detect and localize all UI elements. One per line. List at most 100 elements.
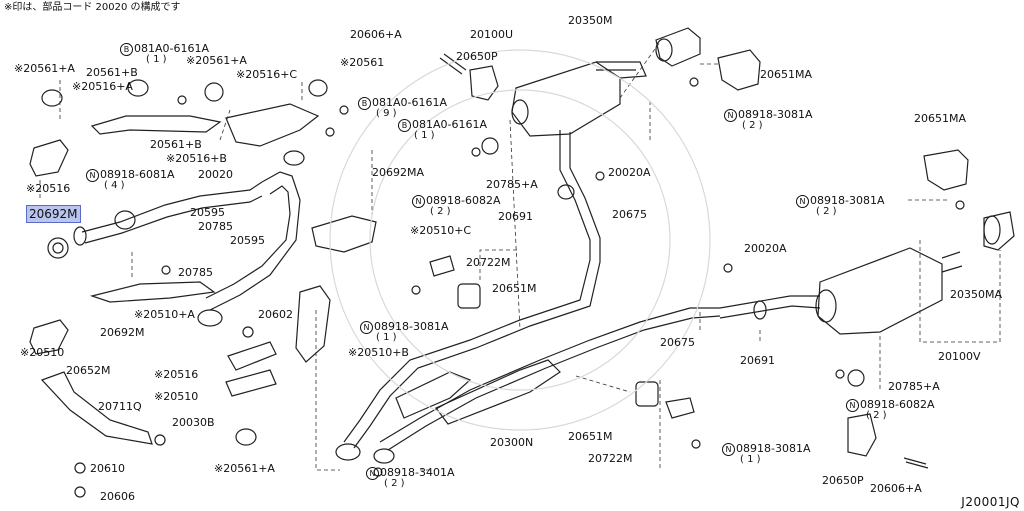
part-number: 20692M — [100, 326, 145, 339]
part-number: 20691 — [740, 354, 775, 367]
part-callout: 20785 — [198, 220, 233, 233]
diagram-code: J20001JQ — [961, 495, 1020, 509]
part-callout: 20722M — [466, 256, 510, 269]
part-callout: 20651MA — [760, 68, 812, 81]
part-callout: 20300N — [490, 436, 533, 449]
part-number: 081A0-6161A — [372, 96, 448, 109]
quantity-note: ( 2 ) — [742, 120, 763, 131]
part-callout: 20651M — [568, 430, 612, 443]
part-number: 20610 — [90, 462, 125, 475]
part-callout: 20722M — [588, 452, 632, 465]
center-pipe-assembly — [335, 259, 721, 464]
part-callout: 20785+A — [486, 178, 538, 191]
part-number: ※20510 — [20, 346, 65, 359]
part-callout: 20100U — [470, 28, 513, 41]
part-number: 20561+B — [150, 138, 202, 151]
part-number: 20675 — [612, 208, 647, 221]
part-number: 20691 — [498, 210, 533, 223]
part-number: 20651M — [568, 430, 613, 443]
part-callout: 20711Q — [98, 400, 142, 413]
part-callout: ※20561 — [340, 56, 384, 69]
part-callout: ※20516+A — [72, 80, 133, 93]
quantity-note: ( 2 ) — [816, 206, 837, 217]
quantity-note: ( 2 ) — [866, 410, 887, 421]
part-callout: ※20561+A — [14, 62, 75, 75]
part-callout: 20100V — [938, 350, 981, 363]
tail-tip-bottom — [983, 211, 1015, 251]
part-number: 20651MA — [914, 112, 967, 125]
quantity-note: ( 2 ) — [384, 478, 405, 489]
part-callout: ※20510+B — [348, 346, 409, 359]
fastener-type-mark: N — [846, 398, 859, 412]
part-callout: 20606 — [100, 490, 135, 503]
part-number: 08918-6082A — [426, 194, 501, 207]
part-number: 081A0-6161A — [134, 42, 210, 55]
part-number: 08918-3081A — [738, 108, 813, 121]
part-number: 20785+A — [888, 380, 940, 393]
part-number: 20722M — [588, 452, 633, 465]
part-callout: 20651M — [492, 282, 536, 295]
part-callout: 20602 — [258, 308, 293, 321]
part-callout: 20350M — [568, 14, 612, 27]
part-number: 20650P — [456, 50, 498, 63]
part-callout: ※20510+A — [134, 308, 195, 321]
part-number: 20606+A — [870, 482, 922, 495]
quantity-note: ( 1 ) — [146, 54, 167, 65]
leader-lines — [39, 41, 1001, 471]
part-number: 20030B — [172, 416, 215, 429]
quantity-note: ( 1 ) — [376, 332, 397, 343]
part-number: 20561+B — [86, 66, 138, 79]
part-callout: 20785 — [178, 266, 213, 279]
quantity-note: ( 1 ) — [414, 130, 435, 141]
part-number: 20692M — [26, 205, 81, 223]
muffler-bottom — [719, 247, 963, 335]
part-number: ※20516+B — [166, 152, 227, 165]
part-number: 20785 — [178, 266, 213, 279]
part-number: 20100U — [470, 28, 514, 41]
part-number: ※20561+A — [186, 54, 247, 67]
part-number: ※20510+C — [410, 224, 472, 237]
part-number: 20350M — [568, 14, 613, 27]
part-callout: 20650P — [456, 50, 498, 63]
part-callout: 20020A — [608, 166, 651, 179]
part-callout: ※20510+C — [410, 224, 471, 237]
part-callout: 20020A — [744, 242, 787, 255]
part-number: 20595 — [190, 206, 225, 219]
quantity-note: ( 2 ) — [430, 206, 451, 217]
part-number: 20651M — [492, 282, 537, 295]
part-callout: 20610 — [90, 462, 125, 475]
part-callout: ※20561+A — [214, 462, 275, 475]
part-callout: 20561+B — [86, 66, 138, 79]
part-number: 20020A — [744, 242, 787, 255]
part-number: ※20561+A — [14, 62, 75, 75]
fastener-type-mark: N — [366, 466, 379, 480]
part-number: ※20516 — [154, 368, 199, 381]
part-number: 20785 — [198, 220, 233, 233]
part-callout: ※20516+C — [236, 68, 297, 81]
part-number: 08918-6081A — [100, 168, 175, 181]
part-number: 20350MA — [950, 288, 1003, 301]
part-callout: ※20516 — [154, 368, 198, 381]
part-number: 20020A — [608, 166, 651, 179]
fastener-type-mark: N — [360, 320, 373, 334]
part-number: 20692MA — [372, 166, 425, 179]
part-number: ※20561+A — [214, 462, 275, 475]
part-number: 08918-3081A — [736, 442, 811, 455]
fastener-type-mark: N — [86, 168, 99, 182]
part-number: ※20510+B — [348, 346, 409, 359]
front-tube-right — [197, 171, 301, 327]
fastener-type-mark: B — [358, 96, 371, 110]
part-callout: 20030B — [172, 416, 215, 429]
part-number: 081A0-6161A — [412, 118, 488, 131]
part-number: 08918-6082A — [860, 398, 935, 411]
quantity-note: ( 1 ) — [740, 454, 761, 465]
fastener-type-mark: B — [120, 42, 133, 56]
part-number: 20652M — [66, 364, 111, 377]
muffler-top — [511, 61, 647, 262]
fastener-type-mark: N — [796, 194, 809, 208]
